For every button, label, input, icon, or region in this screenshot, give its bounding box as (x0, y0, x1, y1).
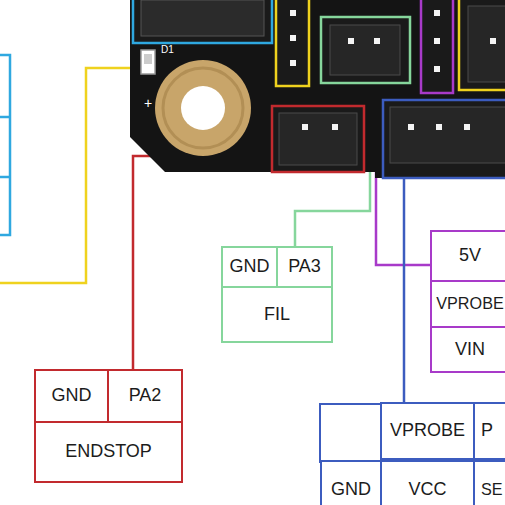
led (141, 50, 155, 74)
connector-outline (421, 0, 453, 93)
connector-housing (141, 0, 264, 36)
board-detail (374, 38, 380, 44)
mounting-hole-pad (155, 60, 251, 156)
connector-outline (383, 100, 505, 178)
pin-label: PA3 (288, 257, 321, 277)
pin-cell: P (473, 402, 505, 460)
pin-cell: PA3 (276, 246, 333, 288)
board-parts (133, 0, 505, 178)
servo-leader (403, 178, 406, 403)
connector-housing (468, 6, 505, 82)
board-detail (0, 55, 10, 235)
header-pins (290, 10, 496, 130)
pin-label: 5V (459, 246, 481, 266)
pin-cell: VCC (380, 460, 475, 505)
connector-outline (276, 0, 309, 86)
pin-cell: GND (34, 369, 109, 423)
pin-label: GND (52, 386, 92, 406)
pin-label: PA2 (129, 386, 162, 406)
mounting-hole-ring (163, 68, 243, 148)
board-detail (0, 176, 10, 179)
connector-outline (459, 0, 505, 90)
board-detail (408, 124, 414, 130)
pin-cell: VPROBE (380, 402, 475, 460)
board-detail (302, 124, 308, 130)
pin-label: VCC (408, 480, 446, 500)
pin-cell: VIN (430, 326, 505, 373)
pin-cell: GND (221, 246, 278, 288)
board-detail (434, 10, 440, 16)
pin-label: VIN (455, 340, 485, 360)
side-connector (0, 55, 10, 235)
board-detail (434, 66, 440, 72)
table-empty-cell (320, 404, 382, 462)
pin-cell: VPROBE (430, 280, 505, 328)
board-detail (0, 116, 10, 119)
connector-housing (390, 107, 505, 163)
led-body (144, 54, 152, 64)
connector-outline (133, 0, 272, 43)
board-detail (290, 35, 296, 41)
pin-label: P (481, 421, 493, 441)
board-detail (464, 124, 470, 130)
board-detail (332, 124, 338, 130)
board-detail (290, 60, 296, 66)
connector-housing (330, 25, 400, 75)
silkscreen-label: D1 (161, 45, 174, 55)
pin-cell: SE (473, 460, 505, 505)
connector-housing (279, 113, 357, 165)
silkscreen-label: + (144, 96, 152, 110)
board-detail (434, 38, 440, 44)
connector-outline (321, 17, 410, 83)
pin-cell: PA2 (107, 369, 183, 423)
pin-label: VPROBE (436, 295, 503, 313)
board-detail (290, 10, 296, 16)
pin-label: SE (481, 481, 503, 499)
connector-outline (272, 106, 364, 172)
mounting-hole (181, 86, 225, 130)
board-detail (490, 38, 496, 44)
board-detail (348, 38, 354, 44)
pin-label: GND (230, 257, 270, 277)
pin-label: GND (331, 480, 371, 500)
pin-cell: GND (320, 460, 382, 505)
pin-label: FIL (264, 305, 290, 325)
board-detail (436, 124, 442, 130)
pin-cell: 5V (430, 230, 505, 282)
pin-cell: FIL (221, 286, 333, 343)
pin-cell: ENDSTOP (34, 421, 183, 483)
pin-label: VPROBE (390, 421, 465, 441)
pin-label: ENDSTOP (65, 442, 152, 462)
